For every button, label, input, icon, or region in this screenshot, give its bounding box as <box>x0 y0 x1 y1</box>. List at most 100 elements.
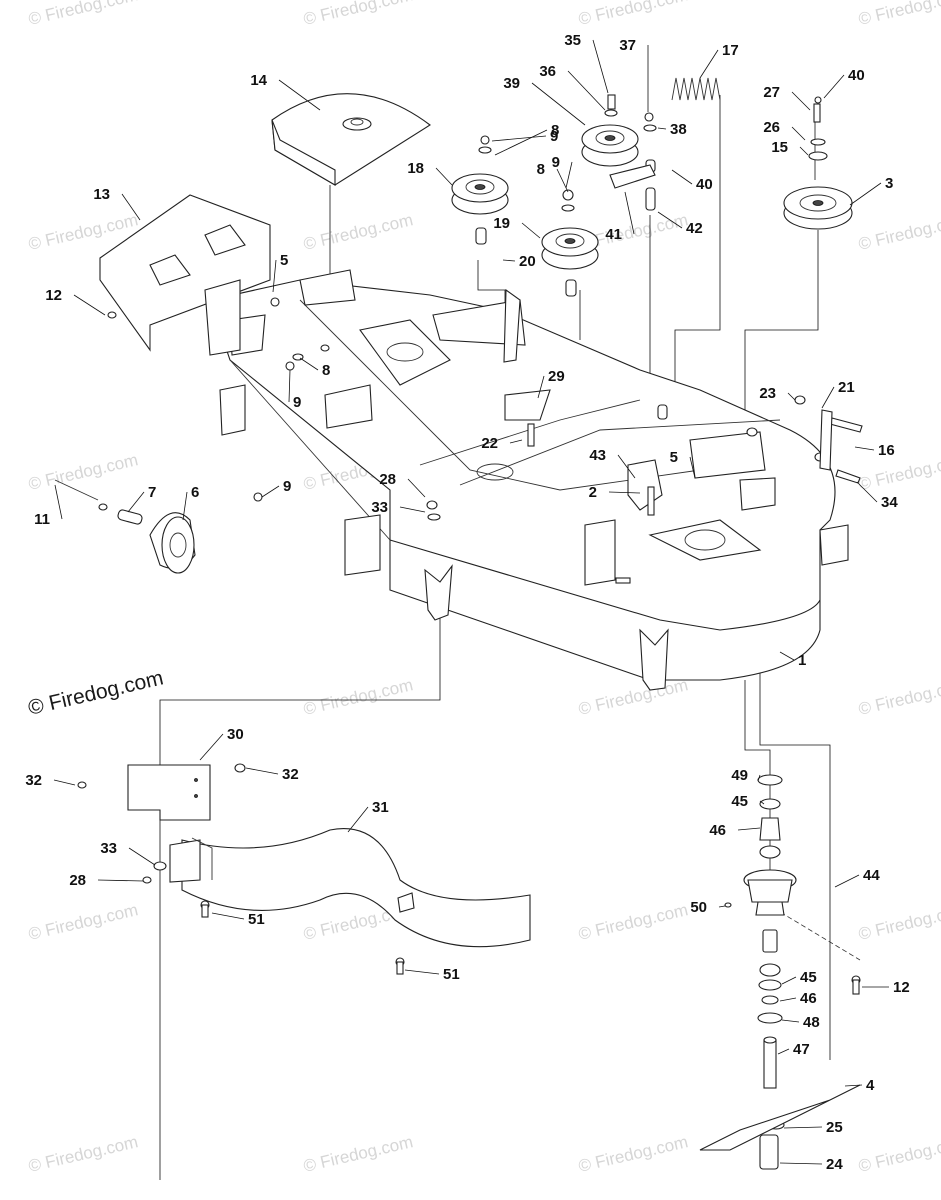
callout-number-51: 51 <box>443 966 460 983</box>
callout-number-30: 30 <box>227 726 244 743</box>
callout-number-40: 40 <box>848 67 865 84</box>
callout-number-14: 14 <box>250 72 267 89</box>
callout-number-12: 12 <box>893 979 910 996</box>
callout-leader-line <box>592 39 609 94</box>
spring-17 <box>671 77 721 101</box>
mower-blade-4 <box>699 1084 861 1151</box>
watermark-text: © Firedog.com <box>857 0 941 29</box>
callout-leader-line <box>127 491 145 513</box>
callout-leader-line <box>54 484 63 520</box>
idler-pulley-39 <box>581 124 639 167</box>
watermark-text: © Firedog.com <box>302 1132 415 1176</box>
callout-number-48: 48 <box>803 1014 820 1031</box>
callout-number-17: 17 <box>722 42 739 59</box>
callout-number-46: 46 <box>800 990 817 1007</box>
callout-number-4: 4 <box>866 1077 875 1094</box>
callout-number-16: 16 <box>878 442 895 459</box>
callout-number-8: 8 <box>322 362 330 379</box>
watermark-text: © Firedog.com <box>577 900 690 944</box>
callout-leader-line <box>799 146 809 156</box>
callout-leader-line <box>777 1048 790 1055</box>
watermark-text: © Firedog.com <box>857 210 941 254</box>
baffle-31 <box>169 828 531 948</box>
callout-leader-line <box>699 49 719 79</box>
callout-number-9: 9 <box>283 478 291 495</box>
callout-leader-line <box>97 879 144 882</box>
callout-leader-line <box>718 905 726 908</box>
callout-number-29: 29 <box>548 368 565 385</box>
watermark-text: © Firedog.com <box>27 1132 140 1176</box>
watermark-text: © Firedog.com <box>302 210 415 254</box>
callout-number-43: 43 <box>589 447 606 464</box>
callout-number-2: 2 <box>589 484 597 501</box>
belt-cover-14 <box>271 93 431 186</box>
callout-leader-line <box>278 79 321 111</box>
callout-leader-line <box>779 997 797 1002</box>
callout-leader-line <box>834 874 860 888</box>
watermark-text: © Firedog.com <box>857 450 941 494</box>
callout-leader-line <box>491 135 547 142</box>
gauge-wheel-6 <box>54 479 196 574</box>
callout-number-20: 20 <box>519 253 536 270</box>
callout-leader-line <box>844 1084 863 1087</box>
callout-number-32: 32 <box>282 766 299 783</box>
callout-leader-line <box>567 70 606 111</box>
callout-layer: 1234556788899991112121314151617181920212… <box>25 32 909 1173</box>
callout-number-26: 26 <box>763 119 780 136</box>
callout-leader-line <box>757 774 761 782</box>
callout-leader-line <box>435 167 453 186</box>
callout-leader-line <box>502 259 516 262</box>
watermark-text: © Firedog.com <box>857 675 941 719</box>
callout-leader-line <box>53 779 76 786</box>
callout-number-21: 21 <box>838 379 855 396</box>
watermark-text: © Firedog.com <box>27 900 140 944</box>
watermark-text: © Firedog.com <box>857 900 941 944</box>
watermark-text: © Firedog.com <box>577 675 690 719</box>
watermark-text: © Firedog.com <box>27 450 140 494</box>
callout-leader-line <box>531 82 586 126</box>
callout-leader-line <box>737 827 761 831</box>
callout-leader-line <box>128 847 156 866</box>
watermark-prominent: © Firedog.com <box>26 666 166 719</box>
callout-leader-line <box>781 976 797 985</box>
spindle-assembly <box>743 774 797 1089</box>
callout-number-8: 8 <box>551 122 559 139</box>
callout-leader-line <box>347 806 369 833</box>
callout-number-42: 42 <box>686 220 703 237</box>
watermark-text: © Firedog.com <box>27 0 140 29</box>
callout-number-6: 6 <box>191 484 199 501</box>
callout-number-47: 47 <box>793 1041 810 1058</box>
callout-number-25: 25 <box>826 1119 843 1136</box>
callout-leader-line <box>509 439 523 444</box>
callout-number-9: 9 <box>293 394 301 411</box>
callout-number-19: 19 <box>493 215 510 232</box>
callout-number-1: 1 <box>798 652 806 669</box>
callout-leader-line <box>781 1019 800 1023</box>
callout-number-46: 46 <box>709 822 726 839</box>
callout-leader-line <box>671 169 693 185</box>
callout-number-5: 5 <box>280 252 288 269</box>
callout-leader-line <box>565 161 573 189</box>
callout-number-39: 39 <box>503 75 520 92</box>
callout-number-22: 22 <box>481 435 498 452</box>
callout-leader-line <box>299 357 319 371</box>
callout-leader-line <box>849 182 882 206</box>
callout-number-41: 41 <box>605 226 622 243</box>
callout-leader-line <box>617 454 636 479</box>
callout-leader-line <box>689 456 696 479</box>
baffle-bracket-30 <box>127 764 211 821</box>
callout-leader-line <box>856 481 878 503</box>
callout-number-28: 28 <box>379 471 396 488</box>
callout-number-23: 23 <box>759 385 776 402</box>
callout-number-36: 36 <box>539 63 556 80</box>
callout-leader-line <box>791 126 806 141</box>
watermark-text: © Firedog.com <box>577 0 690 29</box>
callout-number-40: 40 <box>696 176 713 193</box>
callout-leader-line <box>404 969 440 975</box>
callout-number-49: 49 <box>731 767 748 784</box>
callout-leader-line <box>521 222 541 239</box>
callout-leader-line <box>759 800 765 805</box>
mower-deck <box>209 279 836 681</box>
callout-leader-line <box>791 91 811 111</box>
callout-number-37: 37 <box>619 37 636 54</box>
